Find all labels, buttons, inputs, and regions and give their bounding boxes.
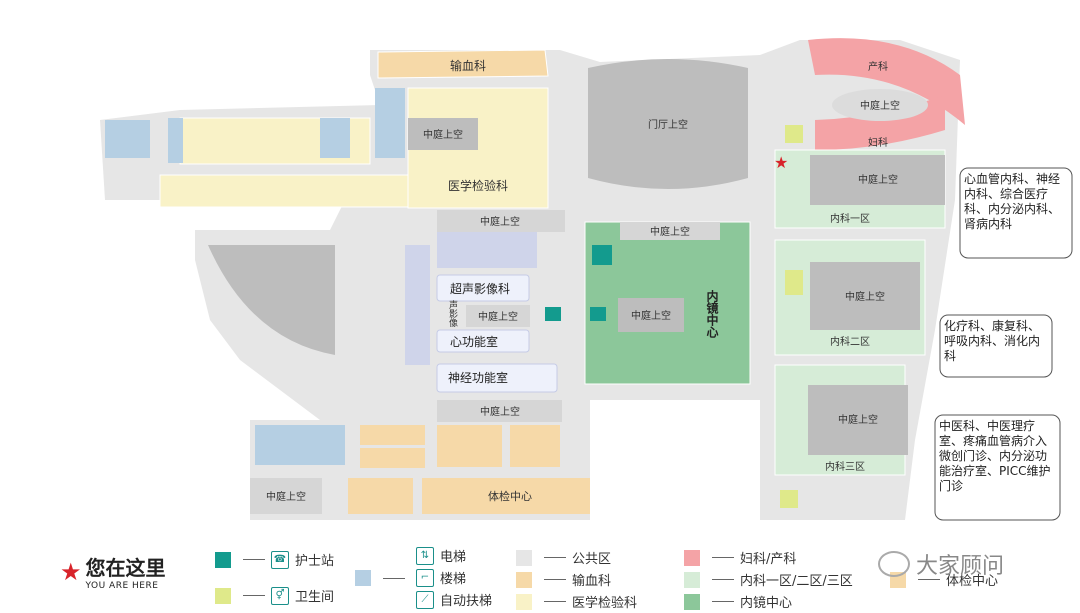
atrium-gyn-label: 中庭上空 [860, 99, 900, 112]
atrium-center-label: 中庭上空 [478, 310, 518, 323]
brand-watermark: 大家顾问 [878, 548, 1004, 580]
legend-stairs-group [355, 570, 411, 586]
room-physical-exam-label: 体检中心 [488, 489, 532, 503]
room-lab-label: 医学检验科 [448, 178, 508, 193]
legend-public: 公共区 [516, 548, 611, 567]
legend-lab: 医学检验科 [516, 592, 637, 611]
room-internal-3: 中庭上空 内科三区 [774, 364, 908, 476]
legend-elevator-label: 电梯 [440, 550, 467, 565]
room-internal-3-label: 内科三区 [825, 460, 865, 473]
brand-logo-icon [878, 551, 910, 577]
room-obstetrics-label: 产科 [868, 60, 888, 73]
room-gyn-obs: 产科 中庭上空 妇科 [808, 38, 965, 150]
legend-you-are-here: ★ 您在这里 YOU ARE HERE [60, 552, 166, 591]
legend-exam-label: 体检中心 [946, 574, 999, 589]
atrium-zone2-label: 中庭上空 [845, 290, 885, 303]
legend-endo-label: 内镜中心 [740, 596, 793, 611]
legend-nurse-label: 护士站 [295, 554, 335, 569]
you-are-here-zh: 您在这里 [85, 556, 166, 580]
restroom-marker-4 [780, 490, 798, 508]
facility-markers: ★ [545, 125, 803, 508]
brand-text: 大家顾问 [916, 554, 1005, 579]
legend: ★ 您在这里 YOU ARE HERE ☎ 护士站 ⚥ 卫生间 ⇅ 电梯 ⌐ 楼… [0, 540, 1080, 613]
restroom-marker [592, 245, 612, 265]
room-ultrasound-label: 超声影像科 [450, 281, 510, 296]
callout-zone1-text: 心血管内科、神经内科、综合医疗科、内分泌内科、肾病内科 [964, 172, 1061, 231]
room-ultrasound-partial-label: 声影像 [447, 299, 458, 327]
atrium-endo-top-label: 中庭上空 [650, 225, 690, 238]
atrium-endo-label: 中庭上空 [631, 309, 671, 322]
legend-endo: 内镜中心 [684, 592, 792, 611]
legend-escalator: ⟋ 自动扶梯 [416, 590, 492, 609]
nurse-marker-2 [590, 307, 606, 321]
legend-stairs: ⌐ 楼梯 [416, 568, 466, 587]
legend-public-label: 公共区 [572, 552, 612, 567]
room-blood-bank: 输血科 [377, 49, 549, 79]
stairs-icon: ⌐ [416, 568, 434, 587]
legend-internal: 内科一区/二区/三区 [684, 570, 853, 589]
room-internal-1-label: 内科一区 [830, 212, 870, 225]
you-are-here-en: YOU ARE HERE [85, 581, 159, 591]
lobby-atrium-label: 门厅上空 [648, 118, 688, 131]
restroom-swatch [215, 587, 231, 604]
escalator-icon: ⟋ [416, 590, 434, 609]
room-cardiac-label: 心功能室 [450, 334, 498, 349]
room-internal-2-label: 内科二区 [830, 335, 870, 348]
callout-zone2: 化疗科、康复科、呼吸内科、消化内科 [939, 314, 1053, 378]
legend-elevator: ⇅ 电梯 [416, 546, 466, 565]
room-gynecology-label: 妇科 [868, 136, 888, 149]
stairs-swatch [355, 570, 371, 586]
room-internal-1: 中庭上空 内科一区 [774, 149, 946, 229]
legend-stairs-label: 楼梯 [440, 572, 467, 587]
callout-zone1: 心血管内科、神经内科、综合医疗科、内分泌内科、肾病内科 [959, 167, 1073, 259]
floor-map: 输血科 中庭上空 医学检验科 门厅上空 产科 中庭上空 妇科 中庭上空 内科一区 [100, 38, 1073, 521]
legend-lab-label: 医学检验科 [572, 596, 638, 611]
bottom-left: 中庭上空 体检中心 [250, 425, 590, 514]
atrium-bottom-left-label: 中庭上空 [266, 490, 306, 503]
stairs-left [105, 88, 405, 163]
nurse-marker [545, 307, 561, 321]
room-blood-bank-label: 输血科 [450, 58, 486, 73]
callout-zone3-text: 中医科、中医理疗室、疼痛血管病介入微创门诊、内分泌功能治疗室、PICC维护门诊 [939, 419, 1051, 493]
legend-blood: 输血科 [516, 570, 611, 589]
legend-gyn-label: 妇科/产科 [740, 552, 797, 567]
atrium-lab-label: 中庭上空 [423, 128, 463, 141]
restroom-icon: ⚥ [271, 586, 289, 605]
room-endoscopy: 中庭上空 中庭上空 内镜中心 [584, 221, 751, 385]
lobby: 门厅上空 [588, 59, 748, 189]
legend-restroom: ⚥ 卫生间 [215, 586, 334, 605]
atrium-zone3-label: 中庭上空 [838, 413, 878, 426]
phone-icon: ☎ [271, 550, 289, 569]
central-block: 中庭上空 超声影像科 中庭上空 声影像 心功能室 神经功能室 中庭上空 [405, 210, 565, 422]
callout-zone2-text: 化疗科、康复科、呼吸内科、消化内科 [944, 319, 1041, 363]
atrium-center-top-label: 中庭上空 [480, 215, 520, 228]
you-are-here-star: ★ [774, 153, 788, 172]
legend-restroom-label: 卫生间 [295, 590, 335, 605]
legend-nurse: ☎ 护士站 [215, 550, 334, 569]
room-internal-2: 中庭上空 内科二区 [774, 239, 926, 356]
legend-escalator-label: 自动扶梯 [440, 594, 493, 609]
legend-blood-label: 输血科 [572, 574, 612, 589]
callout-zone3: 中医科、中医理疗室、疼痛血管病介入微创门诊、内分泌功能治疗室、PICC维护门诊 [934, 414, 1061, 521]
room-neuro-label: 神经功能室 [448, 370, 508, 385]
elevator-icon: ⇅ [416, 546, 434, 565]
atrium-zone1-label: 中庭上空 [858, 173, 898, 186]
atrium-center-bottom-label: 中庭上空 [480, 405, 520, 418]
nurse-swatch [215, 551, 231, 568]
restroom-marker-3 [785, 125, 803, 143]
room-endoscopy-label: 内镜中心 [705, 289, 719, 339]
left-wing-atrium [208, 245, 335, 355]
star-icon: ★ [60, 557, 82, 586]
legend-gyn: 妇科/产科 [684, 548, 796, 567]
legend-internal-label: 内科一区/二区/三区 [740, 574, 853, 589]
restroom-marker-2 [785, 270, 803, 295]
atrium-lab [408, 118, 478, 150]
